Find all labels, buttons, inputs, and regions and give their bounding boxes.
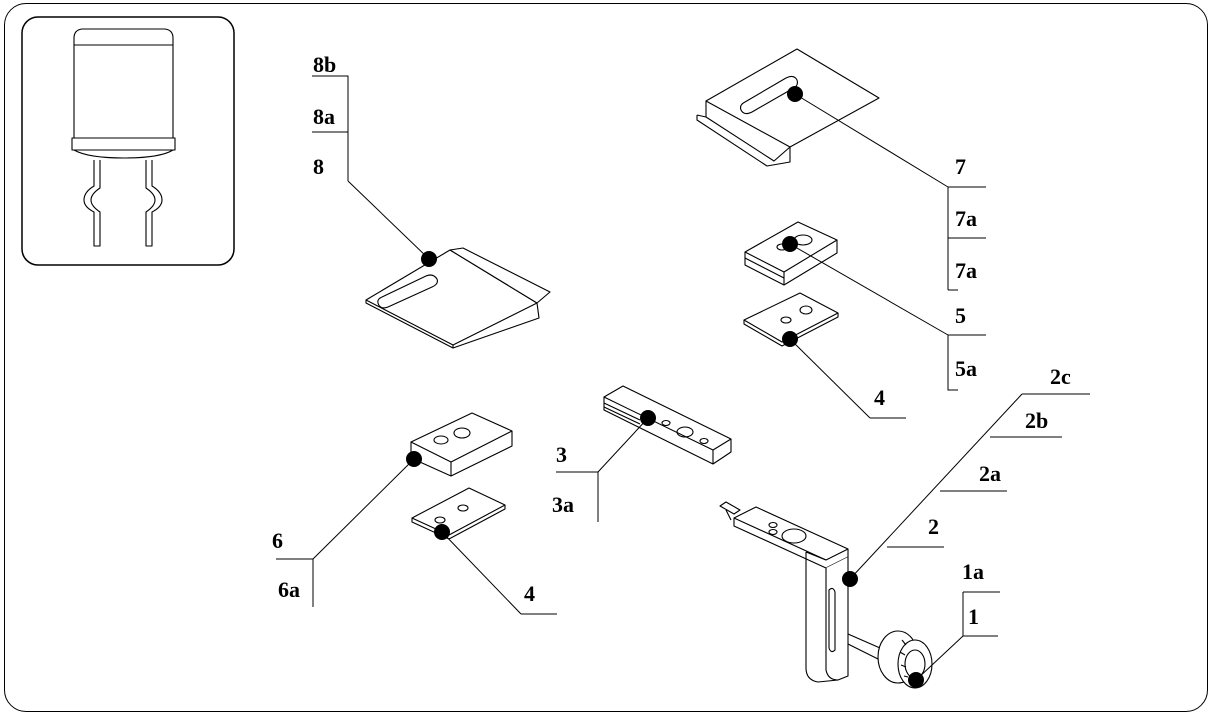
label-5: 5	[955, 303, 966, 328]
label-6a: 6a	[278, 577, 300, 602]
label-1: 1	[968, 604, 979, 629]
part-6-block	[410, 412, 513, 477]
label-2: 2	[928, 514, 939, 539]
label-7: 7	[955, 154, 966, 179]
label-2c: 2c	[1050, 364, 1071, 389]
part-4-plate-right	[743, 292, 839, 347]
part-2-bracket	[719, 501, 881, 683]
label-4-left: 4	[524, 581, 535, 606]
part-1-knob	[877, 630, 933, 689]
part-3-slider	[603, 385, 732, 465]
part-7-plate	[696, 48, 880, 167]
label-8: 8	[313, 154, 324, 179]
label-6: 6	[272, 528, 283, 553]
part-4-plate-left	[411, 487, 506, 540]
label-1a: 1a	[962, 559, 984, 584]
label-4-right: 4	[874, 385, 885, 410]
capacitor-icon	[71, 28, 176, 247]
label-2a: 2a	[979, 461, 1001, 486]
label-8a: 8a	[313, 104, 335, 129]
capacitor-inset	[21, 16, 235, 266]
label-3: 3	[556, 442, 567, 467]
part-8-plate	[365, 247, 551, 349]
label-7a-lower: 7a	[955, 258, 977, 283]
part-5-block	[744, 221, 838, 286]
label-5a: 5a	[955, 356, 977, 381]
label-2b: 2b	[1025, 408, 1048, 433]
label-3a: 3a	[552, 492, 574, 517]
label-7a-upper: 7a	[955, 206, 977, 231]
label-8b: 8b	[313, 52, 336, 77]
